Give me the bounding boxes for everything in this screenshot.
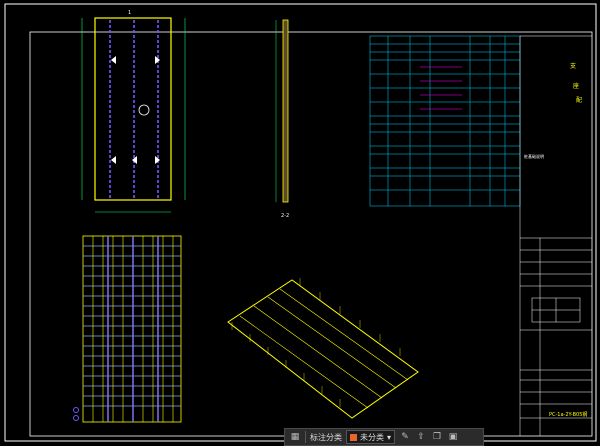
annotation-category-label: 标注分类 — [310, 432, 342, 442]
svg-text:桩基础说明: 桩基础说明 — [524, 153, 544, 159]
rebar-mesh-plan — [73, 235, 182, 423]
notes-area: 支 座 配 桩基础说明 — [519, 35, 592, 436]
outer-frame — [4, 3, 597, 442]
close-icon[interactable]: ▣ — [448, 432, 458, 442]
svg-text:1: 1 — [128, 10, 131, 16]
category-dropdown-value: 未分类 — [360, 432, 384, 442]
svg-text:支: 支 — [570, 62, 576, 70]
plan-view-top: 1 — [81, 10, 186, 213]
copy-icon[interactable]: ❐ — [432, 432, 442, 442]
isometric-view — [227, 278, 419, 419]
category-color-swatch — [350, 433, 357, 441]
category-dropdown[interactable]: 未分类 ▾ — [346, 430, 396, 444]
svg-text:PC-1a-2Y-B05钢: PC-1a-2Y-B05钢 — [549, 411, 587, 418]
chevron-down-icon: ▾ — [387, 432, 392, 442]
title-block: PC-1a-2Y-B05钢 — [520, 237, 592, 436]
grid-icon[interactable]: ▦ — [290, 432, 300, 442]
edit-icon[interactable]: ✎ — [401, 432, 409, 442]
svg-text:2-2: 2-2 — [281, 213, 289, 219]
svg-text:配: 配 — [576, 97, 582, 104]
svg-text:座: 座 — [573, 82, 579, 90]
share-icon[interactable]: ⇪ — [417, 432, 425, 442]
annotation-toolbar: ▦ 标注分类 未分类 ▾ ✎ ⇪ ❐ ▣ — [284, 428, 484, 446]
inner-frame — [29, 31, 593, 437]
toolbar-separator — [305, 431, 306, 443]
data-table — [369, 35, 521, 207]
side-section: 2-2 — [275, 19, 289, 219]
